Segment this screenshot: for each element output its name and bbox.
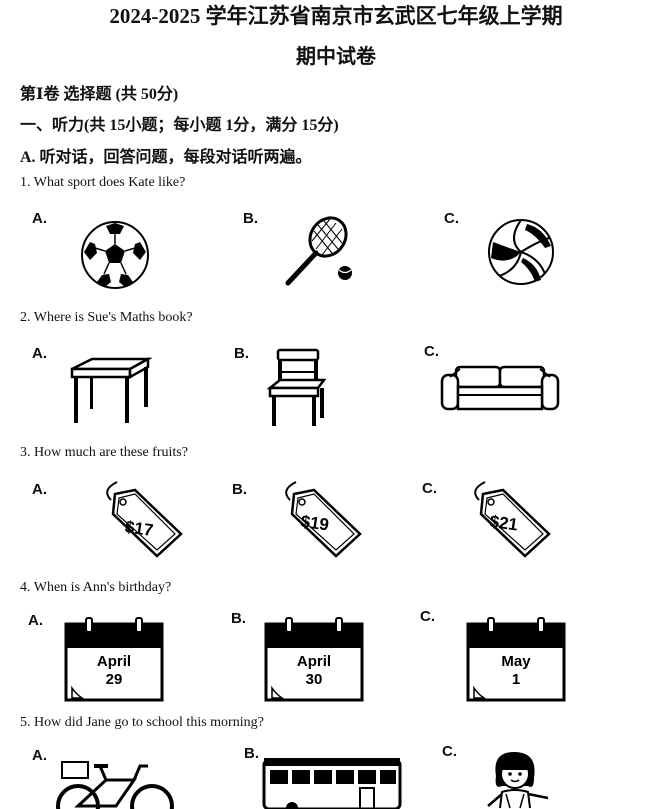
soccer-ball-icon xyxy=(80,220,150,290)
price-tag-b: $19 xyxy=(274,480,364,558)
calendar-a-day: 29 xyxy=(106,671,123,688)
tennis-racket-icon xyxy=(280,215,360,290)
bus-icon xyxy=(262,756,402,809)
page-title: 2024-2025 学年江苏省南京市玄武区七年级上学期 xyxy=(109,4,563,28)
q4-option-c: C. xyxy=(420,608,435,625)
price-b-text: $19 xyxy=(299,512,330,535)
price-c-text: $21 xyxy=(488,512,519,535)
price-tag-c: $21 xyxy=(463,480,553,558)
question-3: 3. How much are these fruits? xyxy=(20,445,188,460)
table-icon xyxy=(68,355,152,427)
part-a-instruction: A. 听对话，回答问题，每段对话听两遍。 xyxy=(20,149,312,166)
q2-option-c: C. xyxy=(424,343,439,360)
q5-option-a: A. xyxy=(32,747,47,764)
calendar-b-day: 30 xyxy=(306,671,323,688)
q4-option-b: B. xyxy=(231,610,246,627)
calendar-b-month: April xyxy=(297,653,331,670)
q3-option-b: B. xyxy=(232,481,247,498)
price-tag-a: $17 xyxy=(95,480,185,558)
volleyball-icon xyxy=(487,218,555,286)
page-subtitle: 期中试卷 xyxy=(296,46,376,68)
calendar-icon-c: May 1 xyxy=(466,616,566,702)
bicycle-icon xyxy=(56,758,176,809)
chair-icon xyxy=(266,348,328,428)
question-4: 4. When is Ann's birthday? xyxy=(20,580,172,595)
q1-option-c: C. xyxy=(444,210,459,227)
q5-option-b: B. xyxy=(244,745,259,762)
q4-option-a: A. xyxy=(28,612,43,629)
q3-option-c: C. xyxy=(422,480,437,497)
price-a-text: $17 xyxy=(124,517,155,540)
calendar-a-month: April xyxy=(97,653,131,670)
q2-option-a: A. xyxy=(32,345,47,362)
calendar-c-day: 1 xyxy=(512,671,520,688)
q1-option-a: A. xyxy=(32,210,47,227)
section-heading: 第Ⅰ卷 选择题 (共 50分) xyxy=(20,86,179,103)
q3-option-a: A. xyxy=(32,481,47,498)
calendar-c-month: May xyxy=(501,653,531,670)
q1-option-b: B. xyxy=(243,210,258,227)
q2-option-b: B. xyxy=(234,345,249,362)
q5-option-c: C. xyxy=(442,743,457,760)
part-heading: 一、听力(共 15小题；每小题 1分，满分 15分) xyxy=(20,117,339,134)
question-1: 1. What sport does Kate like? xyxy=(20,175,186,190)
calendar-icon-b: April 30 xyxy=(264,616,364,702)
walking-girl-icon xyxy=(484,750,558,809)
question-2: 2. Where is Sue's Maths book? xyxy=(20,310,193,325)
calendar-icon-a: April 29 xyxy=(64,616,164,702)
sofa-icon xyxy=(440,365,560,415)
question-5: 5. How did Jane go to school this mornin… xyxy=(20,715,264,730)
